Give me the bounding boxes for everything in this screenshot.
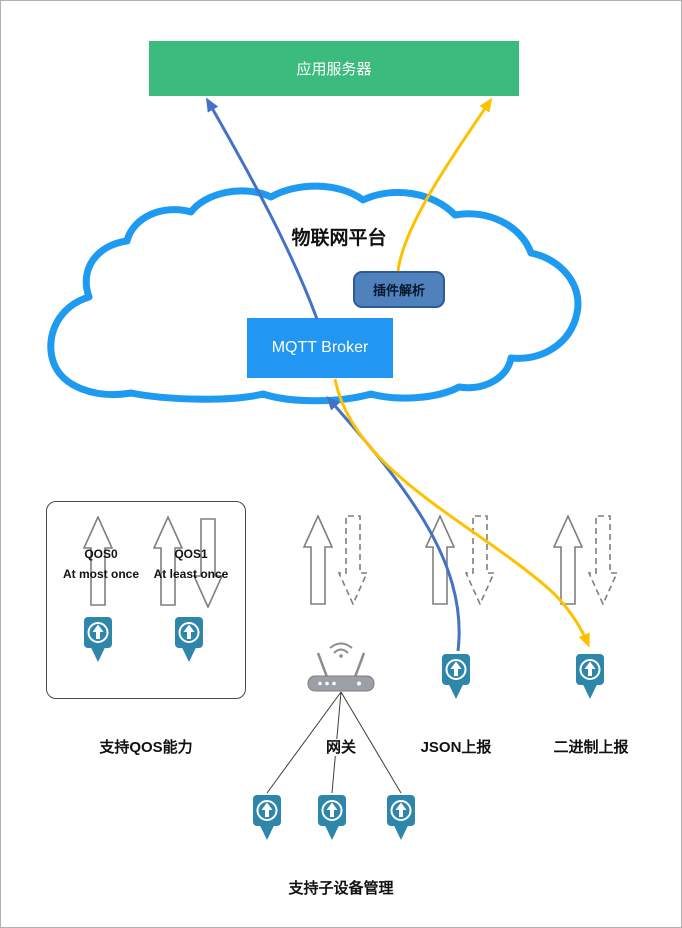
device-pin-icon [253, 795, 281, 840]
plugin-parse-label: 插件解析 [372, 283, 425, 298]
qos0-desc: At most once [62, 567, 139, 581]
app-server-label: 应用服务器 [296, 61, 372, 78]
qos0-label: QOS0 [84, 547, 118, 561]
binary-downlink-arrow-icon [588, 515, 618, 605]
plugin-parse-box: 插件解析 [353, 271, 445, 308]
gateway-label: 网关 [301, 736, 381, 757]
mqtt-broker-box: MQTT Broker [247, 318, 393, 378]
arrow-broker-to-server [206, 97, 319, 320]
device-pin-icon [318, 795, 346, 840]
binary-report-label: 二进制上报 [553, 739, 629, 756]
device-pin-icon [175, 617, 203, 662]
device-pin-icon [387, 795, 415, 840]
device-pin-icon [84, 617, 112, 662]
subdevice-caption: 支持子设备管理 [288, 880, 394, 897]
json-downlink-arrow-icon [465, 515, 495, 605]
qos-capability-box [46, 501, 246, 699]
app-server-box: 应用服务器 [149, 41, 519, 96]
qos1-desc: At least once [153, 567, 229, 581]
qos1-down-arrow-icon [193, 518, 223, 608]
qos0-up-arrow-icon [83, 516, 113, 606]
binary-uplink-arrow-icon [553, 515, 583, 605]
iot-platform-label: 物联网平台 [291, 228, 387, 249]
qos-caption: 支持QOS能力 [99, 739, 193, 756]
gateway-router-icon [307, 642, 375, 692]
qos1-label: QOS1 [174, 547, 208, 561]
gateway-downlink-arrow-icon [338, 515, 368, 605]
device-pin-icon [442, 654, 470, 699]
gateway-uplink-arrow-icon [303, 515, 333, 605]
arrow-broker-to-binary [333, 378, 590, 648]
mqtt-broker-label: MQTT Broker [271, 339, 369, 356]
json-report-label: JSON上报 [420, 739, 492, 756]
qos1-up-arrow-icon [153, 516, 183, 606]
device-pin-icon [576, 654, 604, 699]
json-uplink-arrow-icon [425, 515, 455, 605]
